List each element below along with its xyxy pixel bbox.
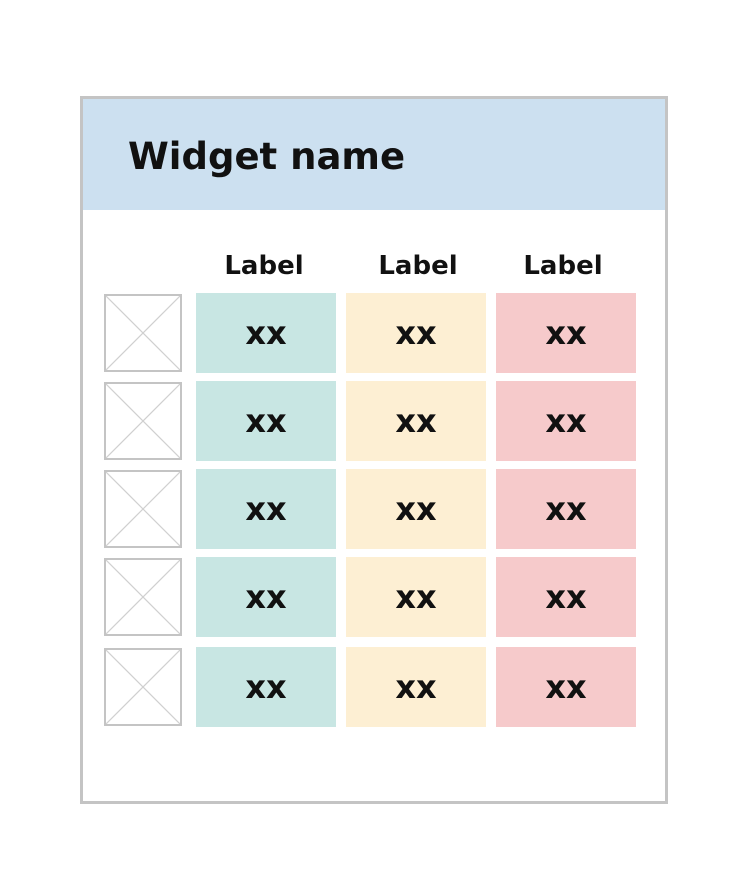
widget-title: Widget name	[128, 135, 406, 178]
column-label-2: Label	[378, 251, 458, 281]
image-placeholder-icon	[104, 558, 182, 636]
image-placeholder-icon	[104, 382, 182, 460]
table-cell: xx	[346, 293, 486, 373]
table-cell: xx	[196, 293, 336, 373]
table-cell: xx	[346, 647, 486, 727]
table-cell: xx	[496, 557, 636, 637]
table-cell: xx	[496, 381, 636, 461]
table-cell: xx	[496, 469, 636, 549]
image-placeholder-icon	[104, 648, 182, 726]
image-placeholder-icon	[104, 470, 182, 548]
table-cell: xx	[196, 557, 336, 637]
column-label-3: Label	[523, 251, 603, 281]
table-cell: xx	[496, 293, 636, 373]
table-cell: xx	[196, 647, 336, 727]
table-cell: xx	[346, 469, 486, 549]
table-cell: xx	[196, 381, 336, 461]
table-cell: xx	[496, 647, 636, 727]
table-cell: xx	[346, 381, 486, 461]
table-cell: xx	[346, 557, 486, 637]
column-label-1: Label	[224, 251, 304, 281]
table-cell: xx	[196, 469, 336, 549]
widget-header: Widget name	[83, 99, 665, 210]
image-placeholder-icon	[104, 294, 182, 372]
